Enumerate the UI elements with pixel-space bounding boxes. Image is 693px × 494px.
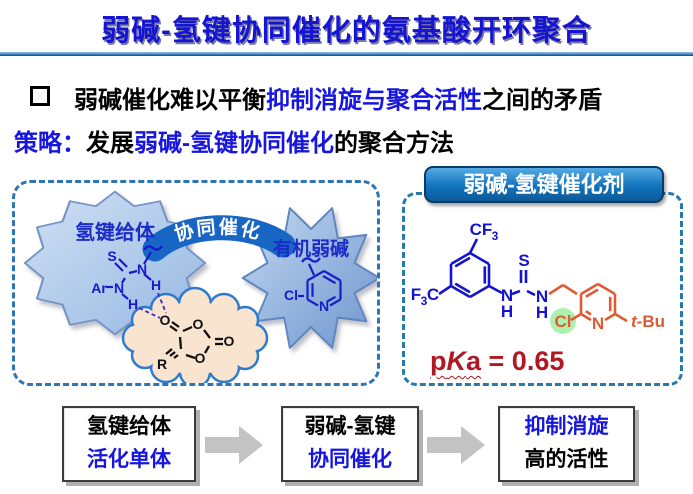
title-underline <box>0 52 693 56</box>
svg-text:H: H <box>536 303 548 322</box>
catalyst-structure: CF 3 F 3 C S N H N H <box>411 220 666 334</box>
flow-box-donor: 氢键给体 活化单体 <box>62 406 196 482</box>
base-pyridine-structure <box>298 257 342 307</box>
base-pyridine-atoms: Cl N <box>284 287 329 314</box>
strategy-text-2: 的聚合方法 <box>334 130 454 157</box>
donor-label: 氢键给体 <box>75 220 156 244</box>
catalyst-panel-header: 弱碱-氢键催化剂 <box>424 166 664 203</box>
thiourea-structure <box>106 245 163 300</box>
svg-text:O: O <box>224 333 235 349</box>
pka-value: pKa = 0.65 <box>430 346 565 376</box>
thiourea-core <box>511 270 536 297</box>
nca-atoms: O O O O R <box>157 312 235 372</box>
monomer-cloud-shape <box>121 286 269 383</box>
svg-text:Ar: Ar <box>91 280 107 296</box>
thiourea-core-atoms: S N H N H <box>501 251 548 322</box>
svg-text:Cl: Cl <box>555 312 572 331</box>
strategy-text-1: 发展 <box>86 130 134 157</box>
svg-text:N: N <box>319 298 329 314</box>
svg-text:Cl: Cl <box>284 287 298 303</box>
svg-text:N: N <box>536 287 548 306</box>
aryl-ring <box>438 238 503 299</box>
problem-text-2: 之间的矛盾 <box>482 87 602 114</box>
svg-text:R: R <box>157 356 167 372</box>
strategy-label: 策略： <box>14 130 86 157</box>
flow-box1-line2: 活化单体 <box>87 448 171 471</box>
svg-text:3: 3 <box>492 229 499 243</box>
mechanism-panel <box>12 180 380 386</box>
svg-text:S: S <box>518 251 529 270</box>
svg-text:F: F <box>411 285 421 304</box>
svg-text:O: O <box>193 316 204 332</box>
flow-arrow-1 <box>205 426 263 464</box>
svg-text:H: H <box>501 302 513 321</box>
svg-text:S: S <box>107 248 116 264</box>
svg-text:N: N <box>501 286 513 305</box>
svg-text:3: 3 <box>421 294 428 308</box>
thiourea-atoms: S N H Ar N H <box>91 248 161 312</box>
flow-box-synergy: 弱碱-氢键 协同催化 <box>281 406 419 482</box>
aryl-atoms: CF 3 F 3 C <box>411 220 499 308</box>
problem-text-1: 弱碱催化难以平衡 <box>74 87 266 114</box>
svg-text:C: C <box>427 285 439 304</box>
svg-text:H: H <box>151 277 161 293</box>
flow-arrow-2 <box>427 426 485 464</box>
svg-text:CF: CF <box>470 220 493 239</box>
base-label: 有机弱碱 <box>273 237 349 260</box>
nca-structure <box>165 321 223 360</box>
svg-text:H: H <box>128 296 138 312</box>
flow-box2-line1: 弱碱-氢键 <box>304 415 396 439</box>
svg-text:N: N <box>592 314 604 333</box>
flow-box3-line2: 高的活性 <box>524 448 609 471</box>
page-title: 弱碱-氢键协同催化的氨基酸开环聚合 <box>101 15 592 47</box>
mechanism-scheme: 协同催化 氢键给体 有机弱碱 <box>23 190 377 383</box>
flow-box2-line2: 协同催化 <box>308 448 392 471</box>
pyridine-ring <box>548 282 628 323</box>
synergy-arc: 协同催化 <box>142 215 296 262</box>
cl-highlight-circle <box>550 308 576 334</box>
flow-box-result: 抑制消旋 高的活性 <box>498 406 635 482</box>
svg-text:O: O <box>160 312 171 328</box>
svg-text:O: O <box>195 350 206 366</box>
pyridine-atoms: Cl N t-Bu <box>555 312 666 333</box>
svg-text:t-Bu: t-Bu <box>631 312 665 331</box>
problem-statement: 弱碱催化难以平衡抑制消旋与聚合活性之间的矛盾 <box>30 80 602 115</box>
strategy-statement: 策略：发展弱碱-氢键协同催化的聚合方法 <box>14 123 454 158</box>
problem-text-highlight: 抑制消旋与聚合活性 <box>266 87 482 114</box>
square-bullet-icon <box>30 86 50 106</box>
flow-box1-line1: 氢键给体 <box>87 415 171 439</box>
svg-text:N: N <box>114 280 124 296</box>
h-bond-dashes <box>138 292 167 319</box>
svg-text:N: N <box>137 261 147 277</box>
flow-box3-line1: 抑制消旋 <box>524 415 609 439</box>
strategy-text-highlight: 弱碱-氢键协同催化 <box>134 130 334 157</box>
